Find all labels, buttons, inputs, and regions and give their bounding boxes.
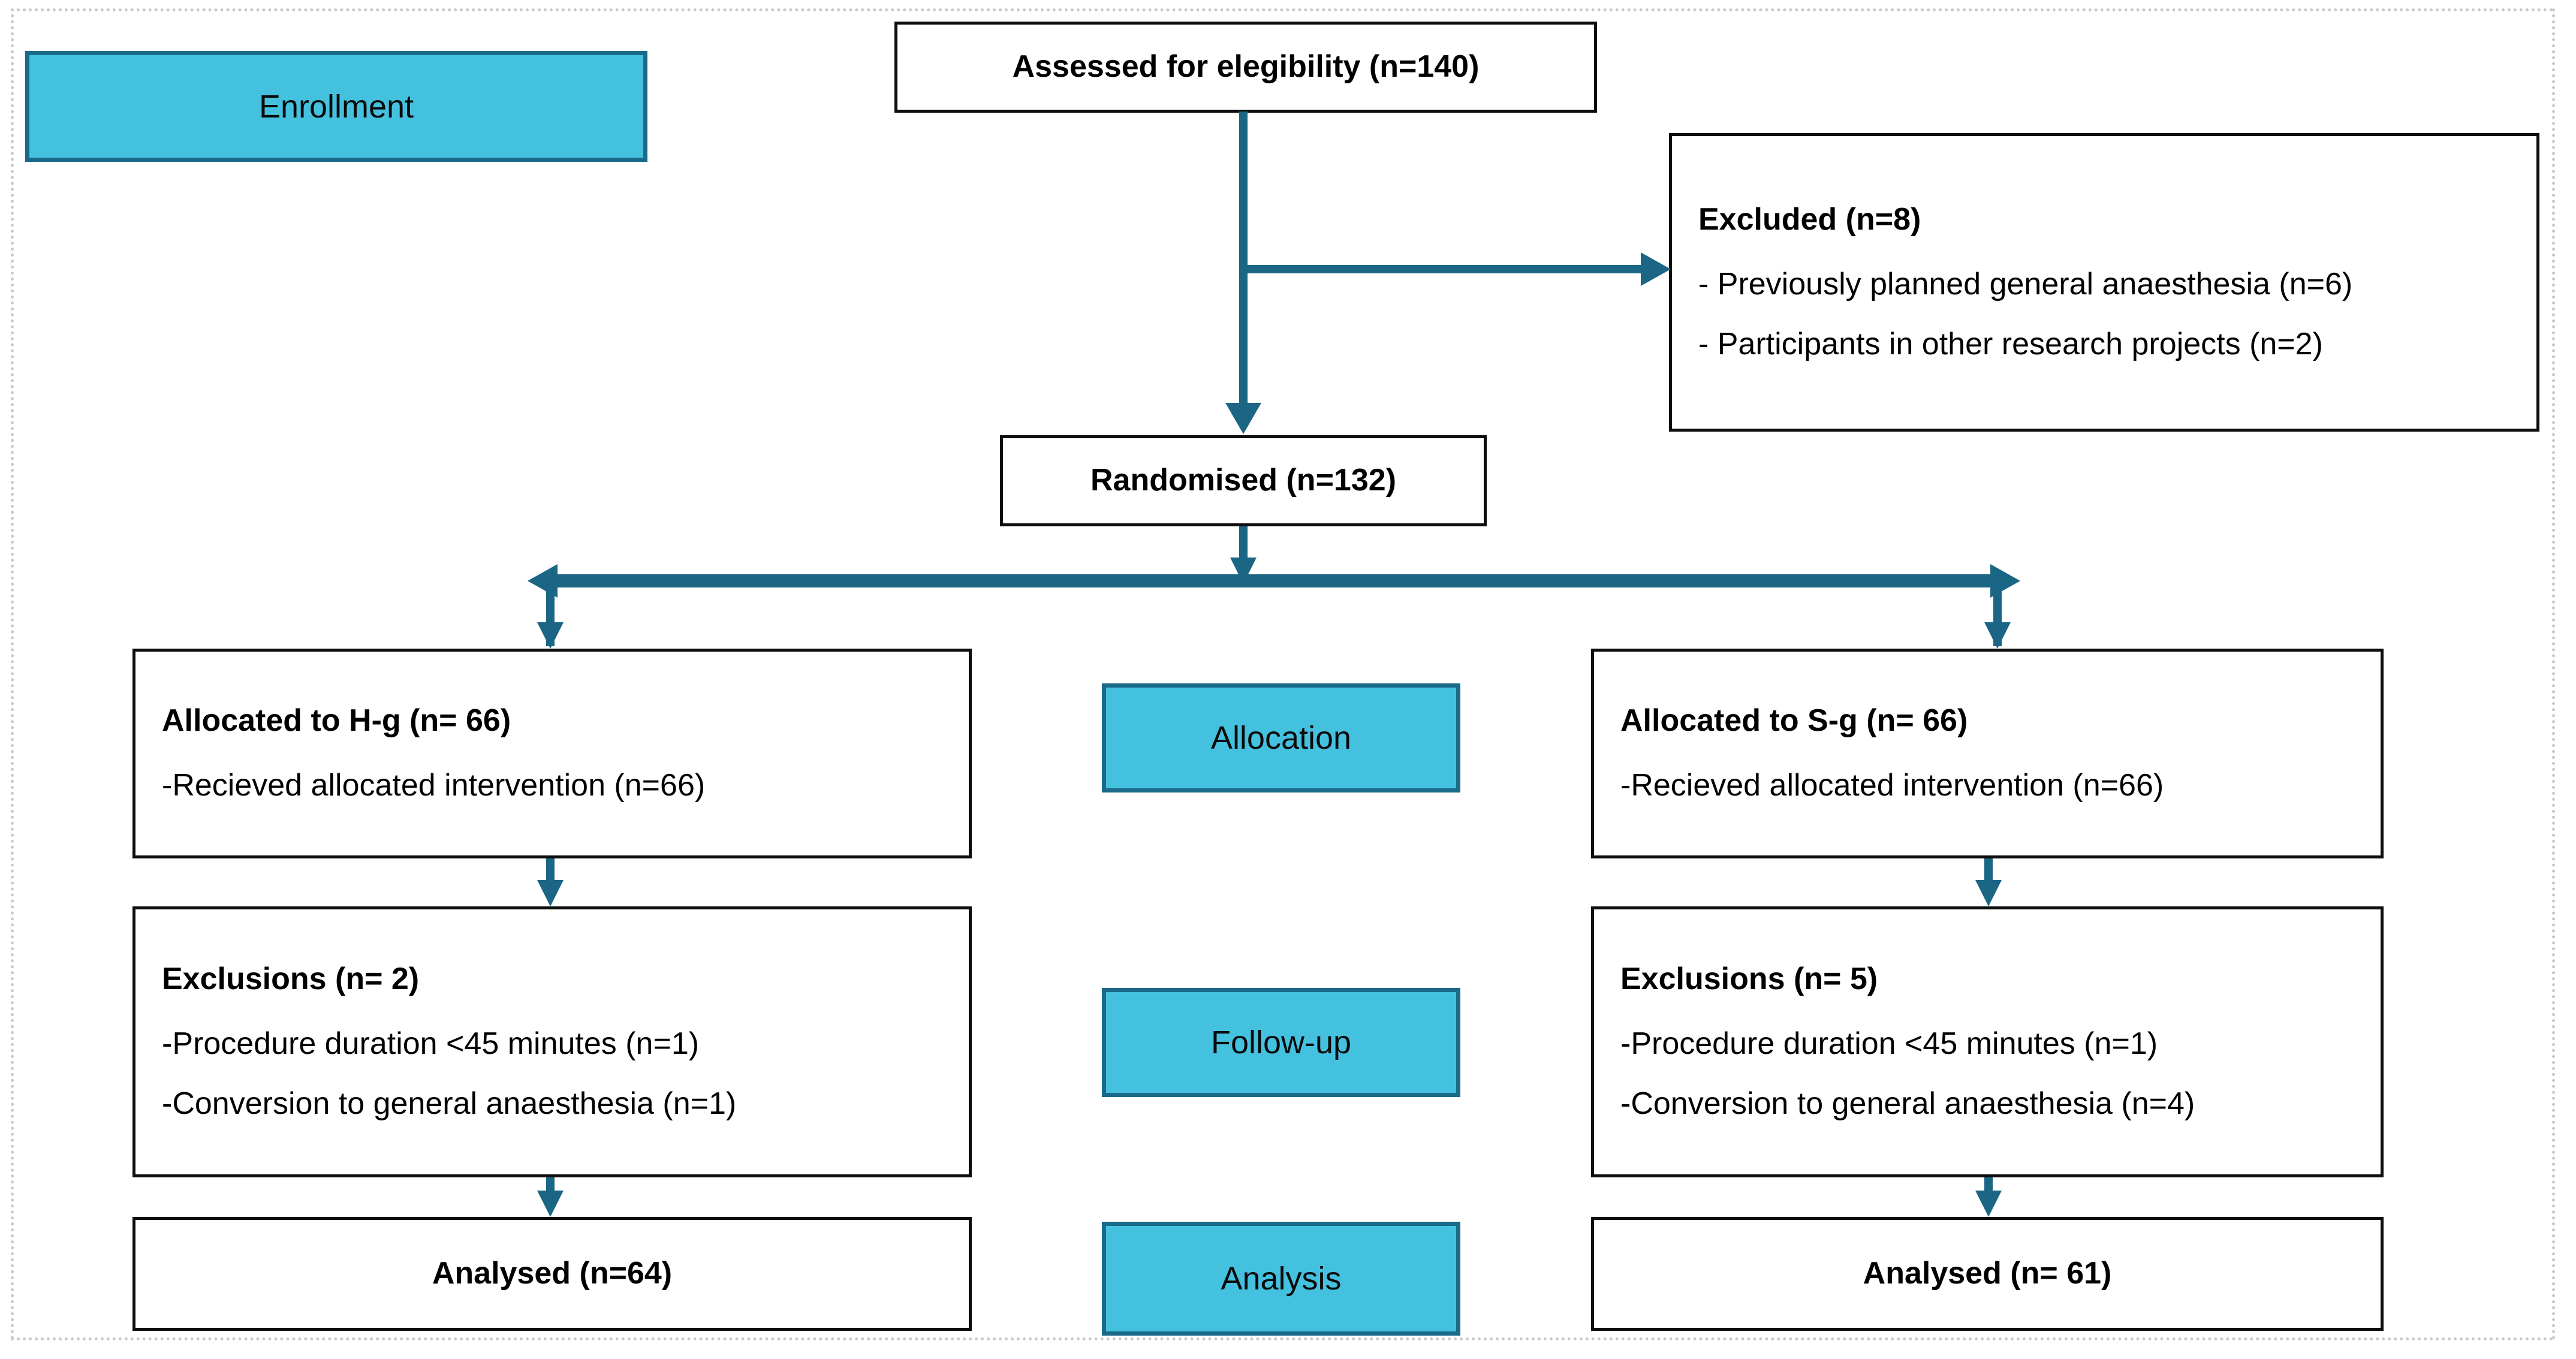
arrowhead-down-allocated-left xyxy=(537,622,564,649)
stage-label-enrollment-text: Enrollment xyxy=(258,88,414,125)
stage-label-enrollment: Enrollment xyxy=(25,51,647,162)
exclusions-left-reason-2: -Conversion to general anaesthesia (n=1) xyxy=(162,1086,737,1121)
node-assessed-for-eligibility: Assessed for elegibility (n=140) xyxy=(894,22,1597,113)
excluded-reason-2: - Participants in other research project… xyxy=(1698,326,2323,361)
arrowhead-down-allocated-right xyxy=(1984,622,2011,649)
connector-to-excluded xyxy=(1239,265,1641,273)
connector-left-allocated-to-exclusions xyxy=(546,858,555,886)
stage-label-followup: Follow-up xyxy=(1102,988,1460,1097)
arrowhead-down-exclusions-right xyxy=(1975,880,2002,906)
stage-label-analysis-text: Analysis xyxy=(1221,1261,1342,1297)
stage-label-followup-text: Follow-up xyxy=(1210,1024,1352,1060)
spacer xyxy=(1672,238,2536,267)
stage-label-analysis: Analysis xyxy=(1102,1222,1460,1336)
node-randomised: Randomised (n=132) xyxy=(1000,435,1487,526)
spacer xyxy=(1594,739,2381,768)
allocated-right-detail: -Recieved allocated intervention (n=66) xyxy=(1620,768,2164,803)
exclusions-left-heading: Exclusions (n= 2) xyxy=(162,962,420,997)
excluded-heading: Excluded (n=8) xyxy=(1698,202,1921,237)
arrowhead-down-to-randomised xyxy=(1225,403,1261,434)
connector-assessed-to-randomised xyxy=(1239,112,1248,404)
arrowhead-right-to-excluded xyxy=(1641,252,1671,286)
stage-label-allocation-text: Allocation xyxy=(1210,720,1352,756)
analysed-right-text: Analysed (n= 61) xyxy=(1863,1256,2112,1291)
spacer xyxy=(135,739,969,768)
connector-split-bar xyxy=(555,574,1990,587)
allocated-left-heading: Allocated to H-g (n= 66) xyxy=(162,703,511,739)
allocated-right-heading: Allocated to S-g (n= 66) xyxy=(1620,703,1968,739)
spacer xyxy=(135,998,969,1026)
spacer xyxy=(1672,303,2536,327)
spacer xyxy=(1594,1062,2381,1086)
node-exclusions-left: Exclusions (n= 2) -Procedure duration <4… xyxy=(132,906,972,1177)
randomised-text: Randomised (n=132) xyxy=(1090,463,1397,498)
node-exclusions-right: Exclusions (n= 5) -Procedure duration <4… xyxy=(1591,906,2384,1177)
node-analysed-right: Analysed (n= 61) xyxy=(1591,1217,2384,1331)
exclusions-right-reason-1: -Procedure duration <45 minutes (n=1) xyxy=(1620,1026,2158,1062)
connector-right-allocated-to-exclusions xyxy=(1984,858,1993,886)
analysed-left-text: Analysed (n=64) xyxy=(432,1256,673,1291)
allocated-left-detail: -Recieved allocated intervention (n=66) xyxy=(162,768,706,803)
exclusions-right-heading: Exclusions (n= 5) xyxy=(1620,962,1878,997)
arrowhead-down-analysed-left xyxy=(537,1191,564,1217)
stage-label-allocation: Allocation xyxy=(1102,683,1460,793)
exclusions-left-reason-1: -Procedure duration <45 minutes (n=1) xyxy=(162,1026,700,1062)
node-allocated-right: Allocated to S-g (n= 66) -Recieved alloc… xyxy=(1591,649,2384,858)
assessed-text: Assessed for elegibility (n=140) xyxy=(1012,49,1480,85)
arrowhead-down-exclusions-left xyxy=(537,880,564,906)
exclusions-right-reason-2: -Conversion to general anaesthesia (n=4) xyxy=(1620,1086,2195,1121)
node-analysed-left: Analysed (n=64) xyxy=(132,1217,972,1331)
arrowhead-down-analysed-right xyxy=(1975,1191,2002,1217)
spacer xyxy=(1594,998,2381,1026)
node-excluded: Excluded (n=8) - Previously planned gene… xyxy=(1669,133,2539,432)
node-allocated-left: Allocated to H-g (n= 66) -Recieved alloc… xyxy=(132,649,972,858)
excluded-reason-1: - Previously planned general anaesthesia… xyxy=(1698,267,2353,302)
spacer xyxy=(135,1062,969,1086)
